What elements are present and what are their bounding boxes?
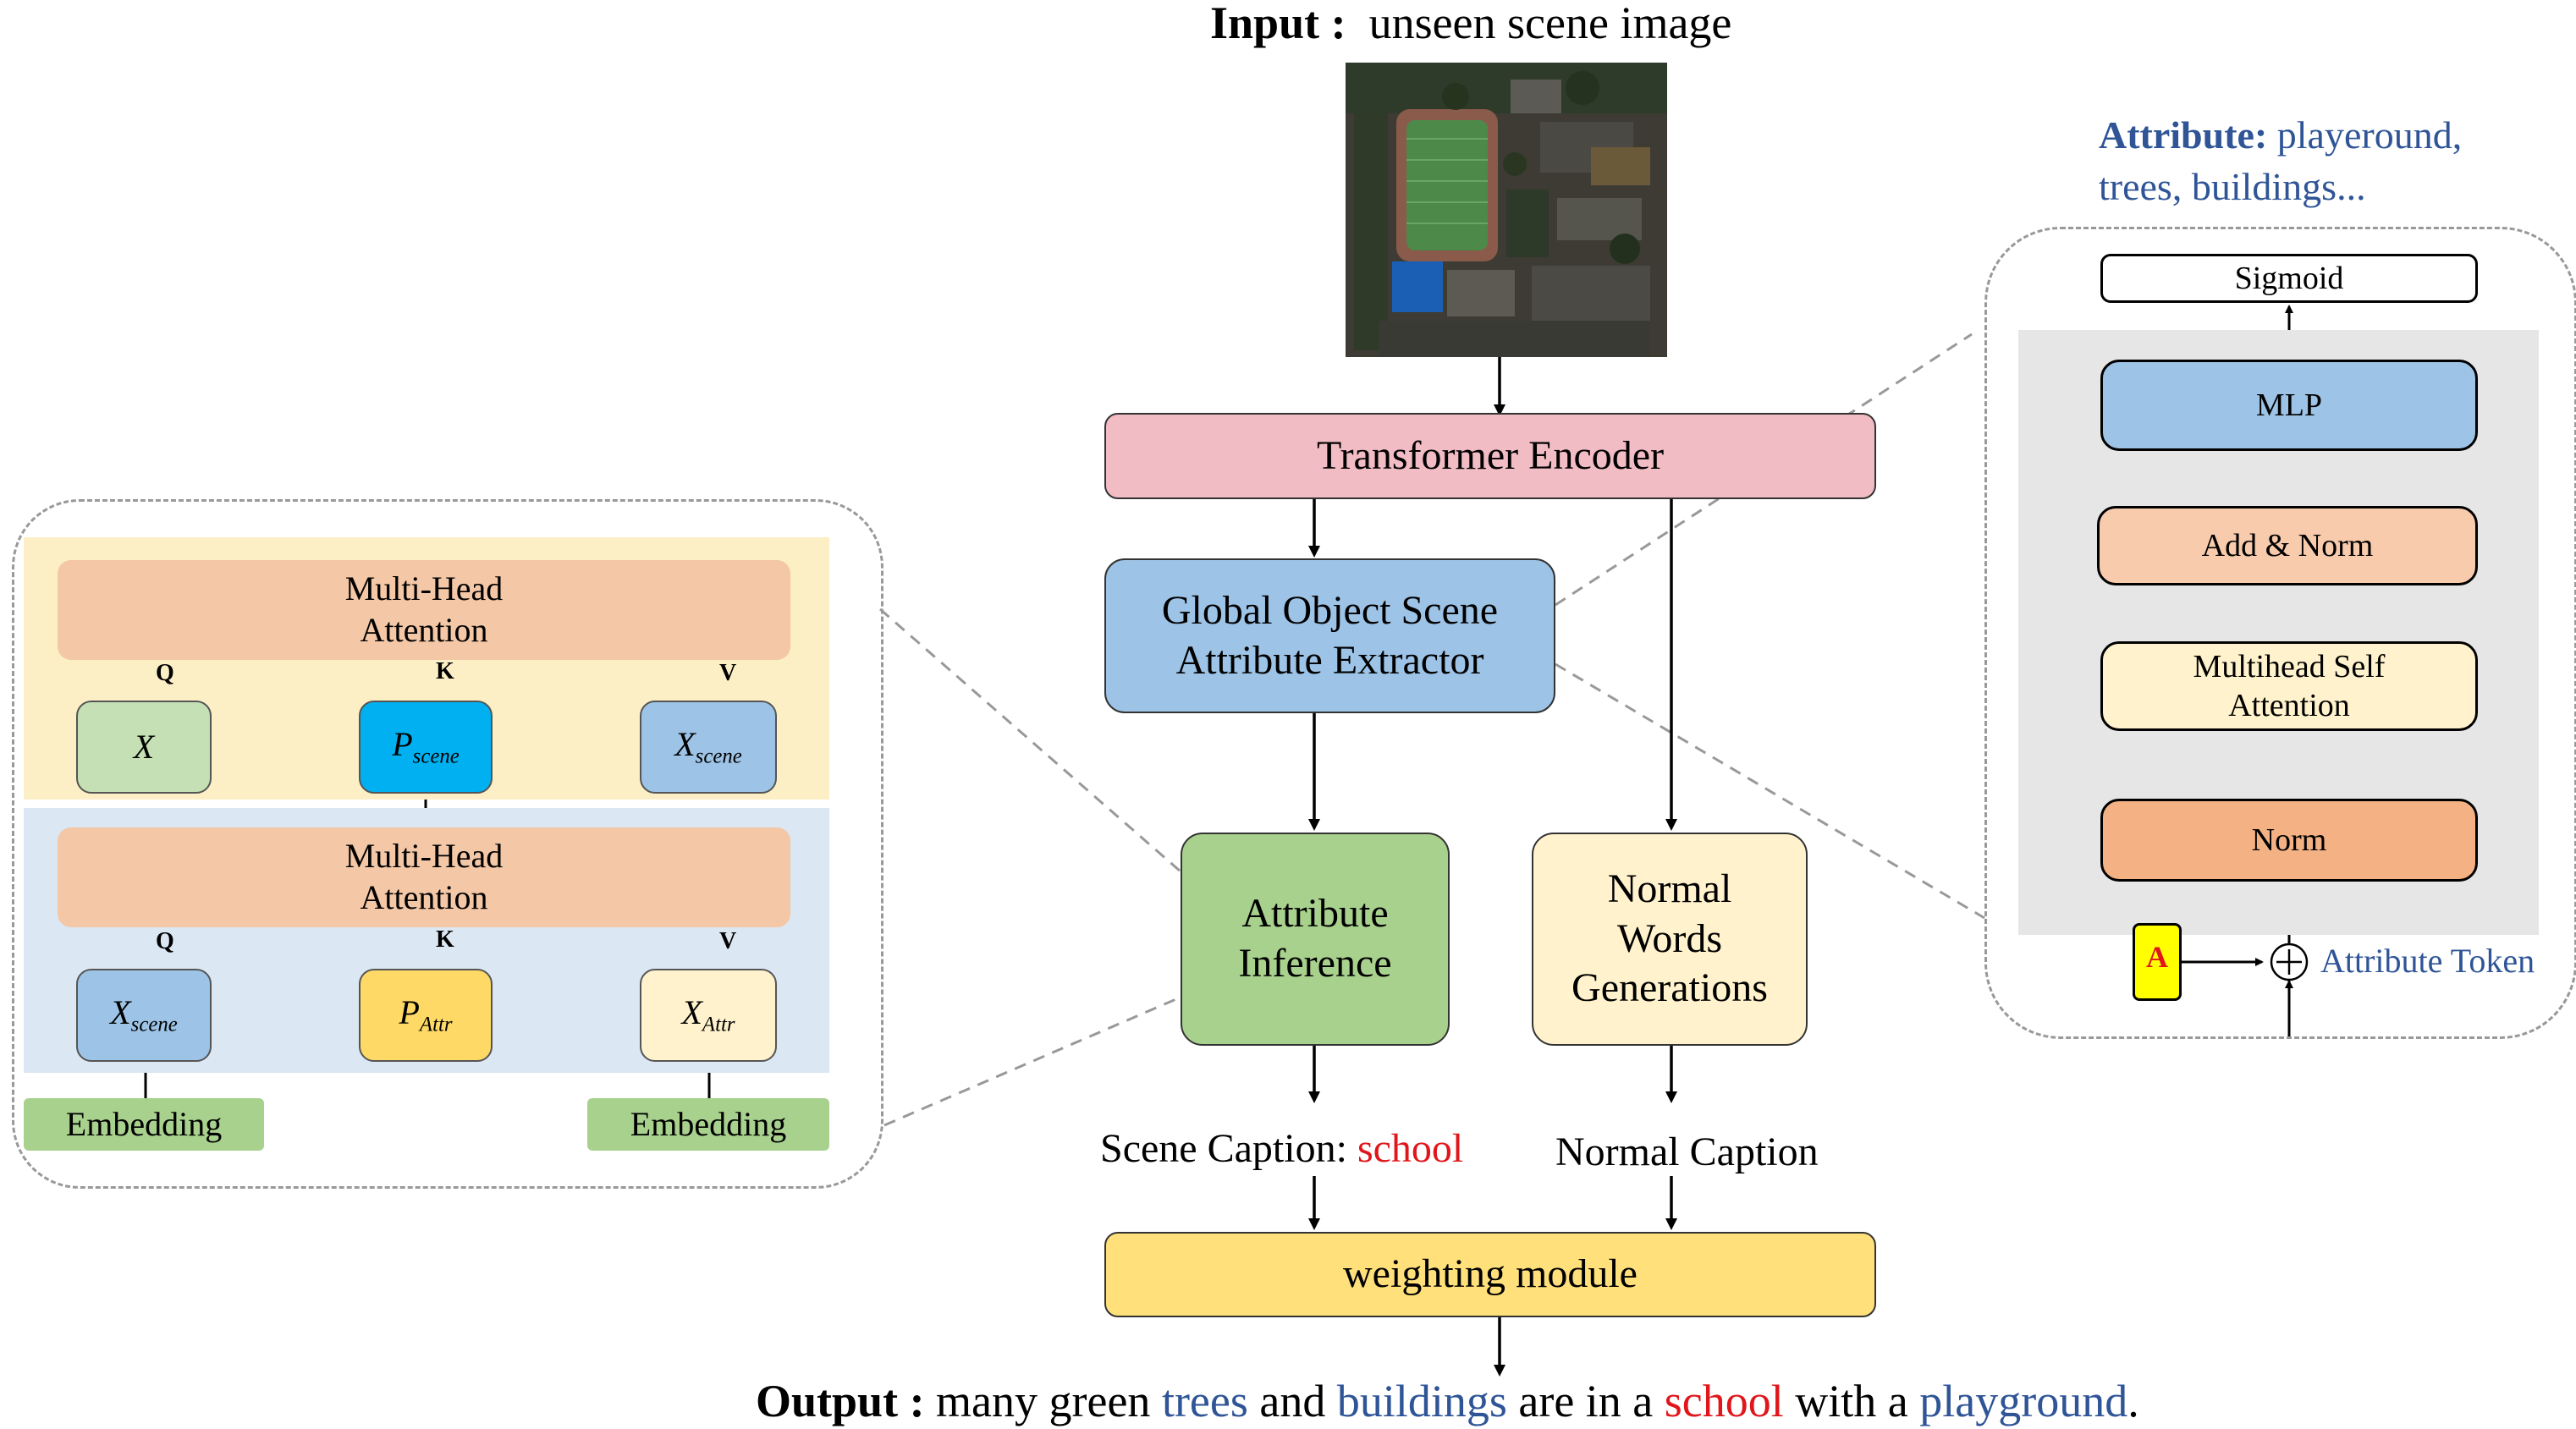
p-attr-main: P bbox=[399, 993, 420, 1032]
input-text: unseen scene image bbox=[1368, 0, 1732, 48]
x-scene-box-bottom: Xscene bbox=[76, 969, 212, 1062]
bottom-multihead-attention-box: Multi-Head Attention bbox=[58, 827, 790, 927]
transformer-encoder-box: Transformer Encoder bbox=[1104, 413, 1876, 499]
mhsa-line2: Attention bbox=[2228, 688, 2350, 723]
attribute-inference-box: Attribute Inference bbox=[1181, 833, 1450, 1046]
x-scene-main: X bbox=[674, 725, 696, 764]
weighting-module-box: weighting module bbox=[1104, 1232, 1876, 1317]
norm-box: Norm bbox=[2100, 799, 2478, 882]
output-word-buildings: buildings bbox=[1336, 1376, 1507, 1426]
output-text-3: are in a bbox=[1518, 1376, 1654, 1426]
x-label: X bbox=[133, 727, 155, 766]
mhsa-line1: Multihead Self bbox=[2193, 648, 2386, 684]
x-scene-sub: scene bbox=[695, 745, 742, 768]
normal-caption-label: Normal Caption bbox=[1555, 1129, 1819, 1174]
embedding-left-label: Embedding bbox=[65, 1104, 223, 1143]
attribute-list-line1: playeround, bbox=[2276, 113, 2463, 157]
extractor-line1: Global Object Scene bbox=[1161, 587, 1499, 633]
k-label-top: K bbox=[436, 658, 454, 684]
p-attr-sub: Attr bbox=[419, 1013, 453, 1036]
add-norm-label: Add & Norm bbox=[2201, 527, 2374, 563]
normal-words-generation-box: Normal Words Generations bbox=[1532, 833, 1808, 1046]
q-label-top: Q bbox=[156, 660, 174, 686]
bottom-attention-line2: Attention bbox=[360, 878, 488, 916]
input-prefix: Input : bbox=[1210, 0, 1346, 48]
x-attr-main: X bbox=[681, 993, 702, 1032]
global-attribute-extractor-box: Global Object Scene Attribute Extractor bbox=[1104, 558, 1555, 713]
scene-caption-value: school bbox=[1357, 1126, 1464, 1171]
bottom-attention-line1: Multi-Head bbox=[344, 837, 504, 876]
inference-line2: Inference bbox=[1238, 941, 1392, 986]
attribute-label: Attribute: bbox=[2099, 113, 2268, 157]
p-attr-box: PAttr bbox=[359, 969, 493, 1062]
add-norm-box: Add & Norm bbox=[2097, 506, 2478, 585]
output-text-4: with a bbox=[1795, 1376, 1908, 1426]
mlp-label: MLP bbox=[2255, 387, 2323, 423]
top-attention-line1: Multi-Head bbox=[344, 569, 504, 608]
embedding-left-box: Embedding bbox=[24, 1098, 264, 1151]
output-sentence: Output : many green trees and buildings … bbox=[756, 1375, 2139, 1427]
inference-line1: Attribute bbox=[1241, 891, 1389, 937]
input-label: Input : unseen scene image bbox=[1210, 0, 1731, 49]
center-arrows bbox=[1308, 357, 1677, 1377]
x-attr-sub: Attr bbox=[702, 1013, 735, 1036]
norm-label: Norm bbox=[2251, 822, 2327, 858]
output-prefix: Output : bbox=[756, 1376, 925, 1426]
sigmoid-box: Sigmoid bbox=[2100, 254, 2478, 303]
scene-caption-prefix: Scene Caption: bbox=[1100, 1126, 1347, 1171]
output-word-playground: playground bbox=[1919, 1376, 2128, 1426]
output-word-school: school bbox=[1664, 1376, 1784, 1426]
p-scene-sub: scene bbox=[412, 745, 460, 768]
normal-line1: Normal bbox=[1607, 866, 1732, 912]
aerial-scene-image bbox=[1346, 63, 1667, 357]
right-zoom-panel bbox=[1984, 227, 2576, 1039]
output-word-trees: trees bbox=[1161, 1376, 1248, 1426]
p-scene-main: P bbox=[392, 725, 413, 764]
normal-caption: Normal Caption bbox=[1555, 1129, 1819, 1175]
x-box: X bbox=[76, 701, 212, 794]
attribute-token-letter: A bbox=[2146, 940, 2168, 974]
attribute-token-label: Attribute Token bbox=[2320, 942, 2535, 980]
left-zoom-panel bbox=[12, 499, 883, 1189]
k-label-bottom: K bbox=[436, 926, 454, 953]
mlp-box: MLP bbox=[2100, 360, 2478, 451]
output-text-5: . bbox=[2127, 1376, 2139, 1426]
embedding-right-label: Embedding bbox=[630, 1104, 787, 1143]
attribute-header: Attribute: playeround, trees, buildings.… bbox=[2099, 110, 2462, 212]
weighting-module-label: weighting module bbox=[1343, 1251, 1638, 1297]
attribute-list-line2: trees, buildings... bbox=[2099, 164, 2366, 208]
attribute-token-box: A bbox=[2133, 923, 2182, 1001]
p-scene-box: Pscene bbox=[359, 701, 493, 794]
x-attr-box: XAttr bbox=[640, 969, 777, 1062]
normal-line2: Words bbox=[1616, 915, 1723, 961]
x-scene2-main: X bbox=[110, 993, 131, 1032]
v-label-bottom: V bbox=[719, 928, 737, 954]
v-label-top: V bbox=[719, 660, 737, 686]
extractor-line2: Attribute Extractor bbox=[1175, 637, 1484, 683]
x-scene-box-top: Xscene bbox=[640, 701, 777, 794]
q-label-bottom: Q bbox=[156, 928, 174, 954]
x-scene2-sub: scene bbox=[130, 1013, 178, 1036]
top-attention-line2: Attention bbox=[360, 611, 488, 649]
output-text-2: and bbox=[1259, 1376, 1326, 1426]
normal-line3: Generations bbox=[1571, 965, 1768, 1011]
transformer-encoder-label: Transformer Encoder bbox=[1316, 432, 1665, 478]
embedding-right-box: Embedding bbox=[587, 1098, 829, 1151]
sigmoid-label: Sigmoid bbox=[2234, 260, 2344, 296]
output-text-1: many green bbox=[936, 1376, 1151, 1426]
scene-caption: Scene Caption: school bbox=[1100, 1125, 1463, 1172]
multihead-self-attention-box: Multihead Self Attention bbox=[2100, 641, 2478, 731]
top-multihead-attention-box: Multi-Head Attention bbox=[58, 560, 790, 660]
